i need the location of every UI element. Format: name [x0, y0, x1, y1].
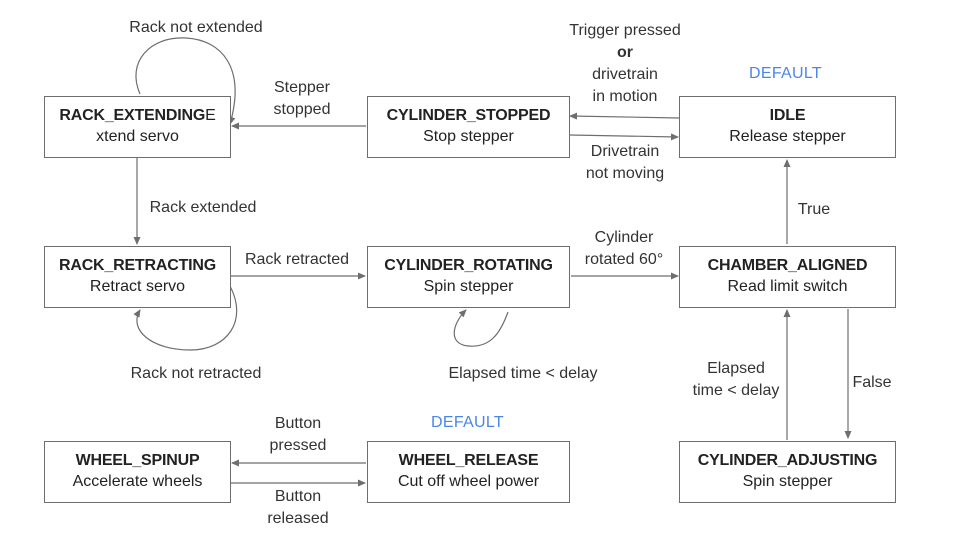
label-true: True: [797, 201, 831, 218]
state-action: xtend servo: [96, 128, 179, 145]
state-action: Read limit switch: [727, 278, 848, 295]
state-name: WHEEL_SPINUP: [75, 452, 200, 469]
state-rack-retracting: RACK_RETRACTING Retract servo: [44, 246, 231, 308]
state-chamber-aligned: CHAMBER_ALIGNED Read limit switch: [679, 246, 896, 308]
default-marker-wheel-release: DEFAULT: [431, 414, 504, 431]
label-stepper-stopped: Stepper stopped: [273, 79, 331, 118]
arrow-rack-not-retracted-loop: [133, 285, 238, 351]
state-name: CYLINDER_STOPPED: [386, 107, 551, 124]
arrow-cylinder-stopped-to-idle: [569, 133, 679, 141]
state-rack-extending: RACK_EXTENDINGE xtend servo: [44, 96, 231, 158]
state-idle: IDLE Release stepper: [679, 96, 896, 158]
label-trigger-or-drivetrain: Trigger pressed or drivetrain in motion: [569, 22, 681, 105]
state-wheel-release: WHEEL_RELEASE Cut off wheel power: [367, 441, 570, 503]
state-cylinder-stopped: CYLINDER_STOPPED Stop stepper: [367, 96, 570, 158]
state-wheel-spinup: WHEEL_SPINUP Accelerate wheels: [44, 441, 231, 503]
label-cylinder-rotated: Cylinder rotated 60°: [584, 229, 664, 268]
label-rack-retracted: Rack retracted: [244, 251, 350, 268]
arrow-elapsed-delay-loop: [453, 309, 509, 347]
state-action: Cut off wheel power: [397, 473, 540, 490]
state-action: Spin stepper: [742, 473, 833, 490]
arrow-rack-not-extended-loop: [135, 37, 236, 125]
state-name: RACK_EXTENDINGE: [59, 107, 216, 124]
state-name: RACK_RETRACTING: [58, 257, 216, 274]
state-name: CHAMBER_ALIGNED: [707, 257, 868, 274]
label-drivetrain-not-moving: Drivetrain not moving: [585, 143, 665, 182]
state-action: Stop stepper: [423, 128, 514, 145]
state-action: Accelerate wheels: [72, 473, 203, 490]
label-rack-not-retracted: Rack not retracted: [130, 365, 262, 382]
state-name: WHEEL_RELEASE: [398, 452, 539, 469]
state-action: Retract servo: [89, 278, 186, 295]
default-marker-idle: DEFAULT: [749, 65, 822, 82]
label-elapsed-time-delay: Elapsed time < delay: [448, 365, 598, 382]
label-button-released: Button released: [267, 488, 329, 527]
state-action: Release stepper: [729, 128, 846, 145]
state-action: Spin stepper: [423, 278, 514, 295]
state-name: CYLINDER_ROTATING: [384, 257, 553, 274]
label-elapsed-time-delay-adjust: Elapsed time < delay: [692, 360, 780, 399]
state-name: IDLE: [769, 107, 806, 124]
state-cylinder-rotating: CYLINDER_ROTATING Spin stepper: [367, 246, 570, 308]
label-rack-not-extended: Rack not extended: [129, 19, 263, 36]
label-button-pressed: Button pressed: [269, 415, 327, 454]
label-rack-extended: Rack extended: [149, 199, 257, 216]
arrow-idle-to-cylinder-stopped: [569, 112, 680, 120]
state-name: CYLINDER_ADJUSTING: [697, 452, 878, 469]
state-cylinder-adjusting: CYLINDER_ADJUSTING Spin stepper: [679, 441, 896, 503]
label-false: False: [852, 374, 892, 391]
